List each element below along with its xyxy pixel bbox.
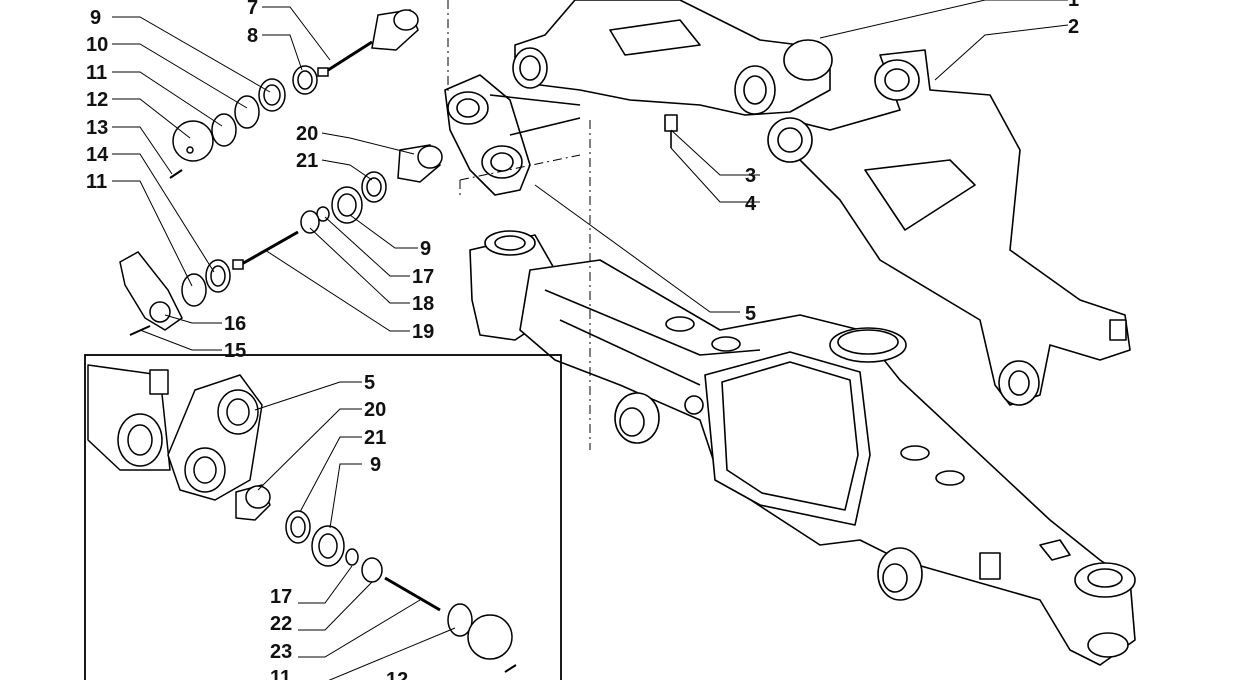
label-part-20-top: 20	[296, 123, 318, 145]
label-part-5-inset: 5	[364, 372, 375, 394]
part-labels: 1 2 3 4 5 9 10 11 12 13 14 11 7 8 20 21 …	[86, 0, 1079, 685]
label-part-2: 2	[1068, 16, 1079, 38]
label-part-18: 18	[412, 293, 434, 315]
label-part-12-top: 12	[86, 89, 108, 111]
label-part-9-inset: 9	[370, 454, 381, 476]
label-part-22: 22	[270, 613, 292, 635]
label-part-7: 7	[247, 0, 258, 19]
label-part-21-inset: 21	[364, 427, 386, 449]
leader-lines	[112, 0, 1069, 683]
label-part-9-mid: 9	[420, 238, 431, 260]
label-part-9-top: 9	[90, 7, 101, 29]
label-part-11-top: 11	[86, 62, 107, 84]
label-part-14: 14	[86, 144, 109, 166]
swing-arm-upper	[512, 0, 833, 148]
label-part-8: 8	[247, 25, 258, 47]
label-part-3: 3	[745, 165, 756, 187]
label-part-16: 16	[224, 313, 246, 335]
label-part-1: 1	[1068, 0, 1079, 11]
inset-frame	[84, 354, 562, 685]
dashed-guides	[447, 0, 591, 450]
inset-detail	[84, 354, 562, 685]
label-part-15: 15	[224, 340, 246, 362]
label-part-20-inset: 20	[364, 399, 386, 421]
exploded-parts-top	[119, 9, 443, 336]
label-part-10: 10	[86, 34, 108, 56]
label-part-17-inset: 17	[270, 586, 292, 608]
label-part-11-inset: 11	[270, 667, 291, 680]
label-part-5-main: 5	[745, 303, 756, 325]
label-part-13: 13	[86, 117, 108, 139]
label-part-21-top: 21	[296, 150, 318, 172]
label-part-4: 4	[745, 193, 757, 215]
label-part-11-mid: 11	[86, 171, 107, 193]
label-part-12-inset: 12	[386, 669, 408, 680]
axle-housing	[469, 230, 1136, 666]
trunnion-bracket	[444, 74, 581, 196]
label-part-23: 23	[270, 641, 292, 663]
label-part-19: 19	[412, 321, 434, 343]
swing-arm-lower	[767, 49, 1131, 406]
label-part-17-top: 17	[412, 266, 434, 288]
